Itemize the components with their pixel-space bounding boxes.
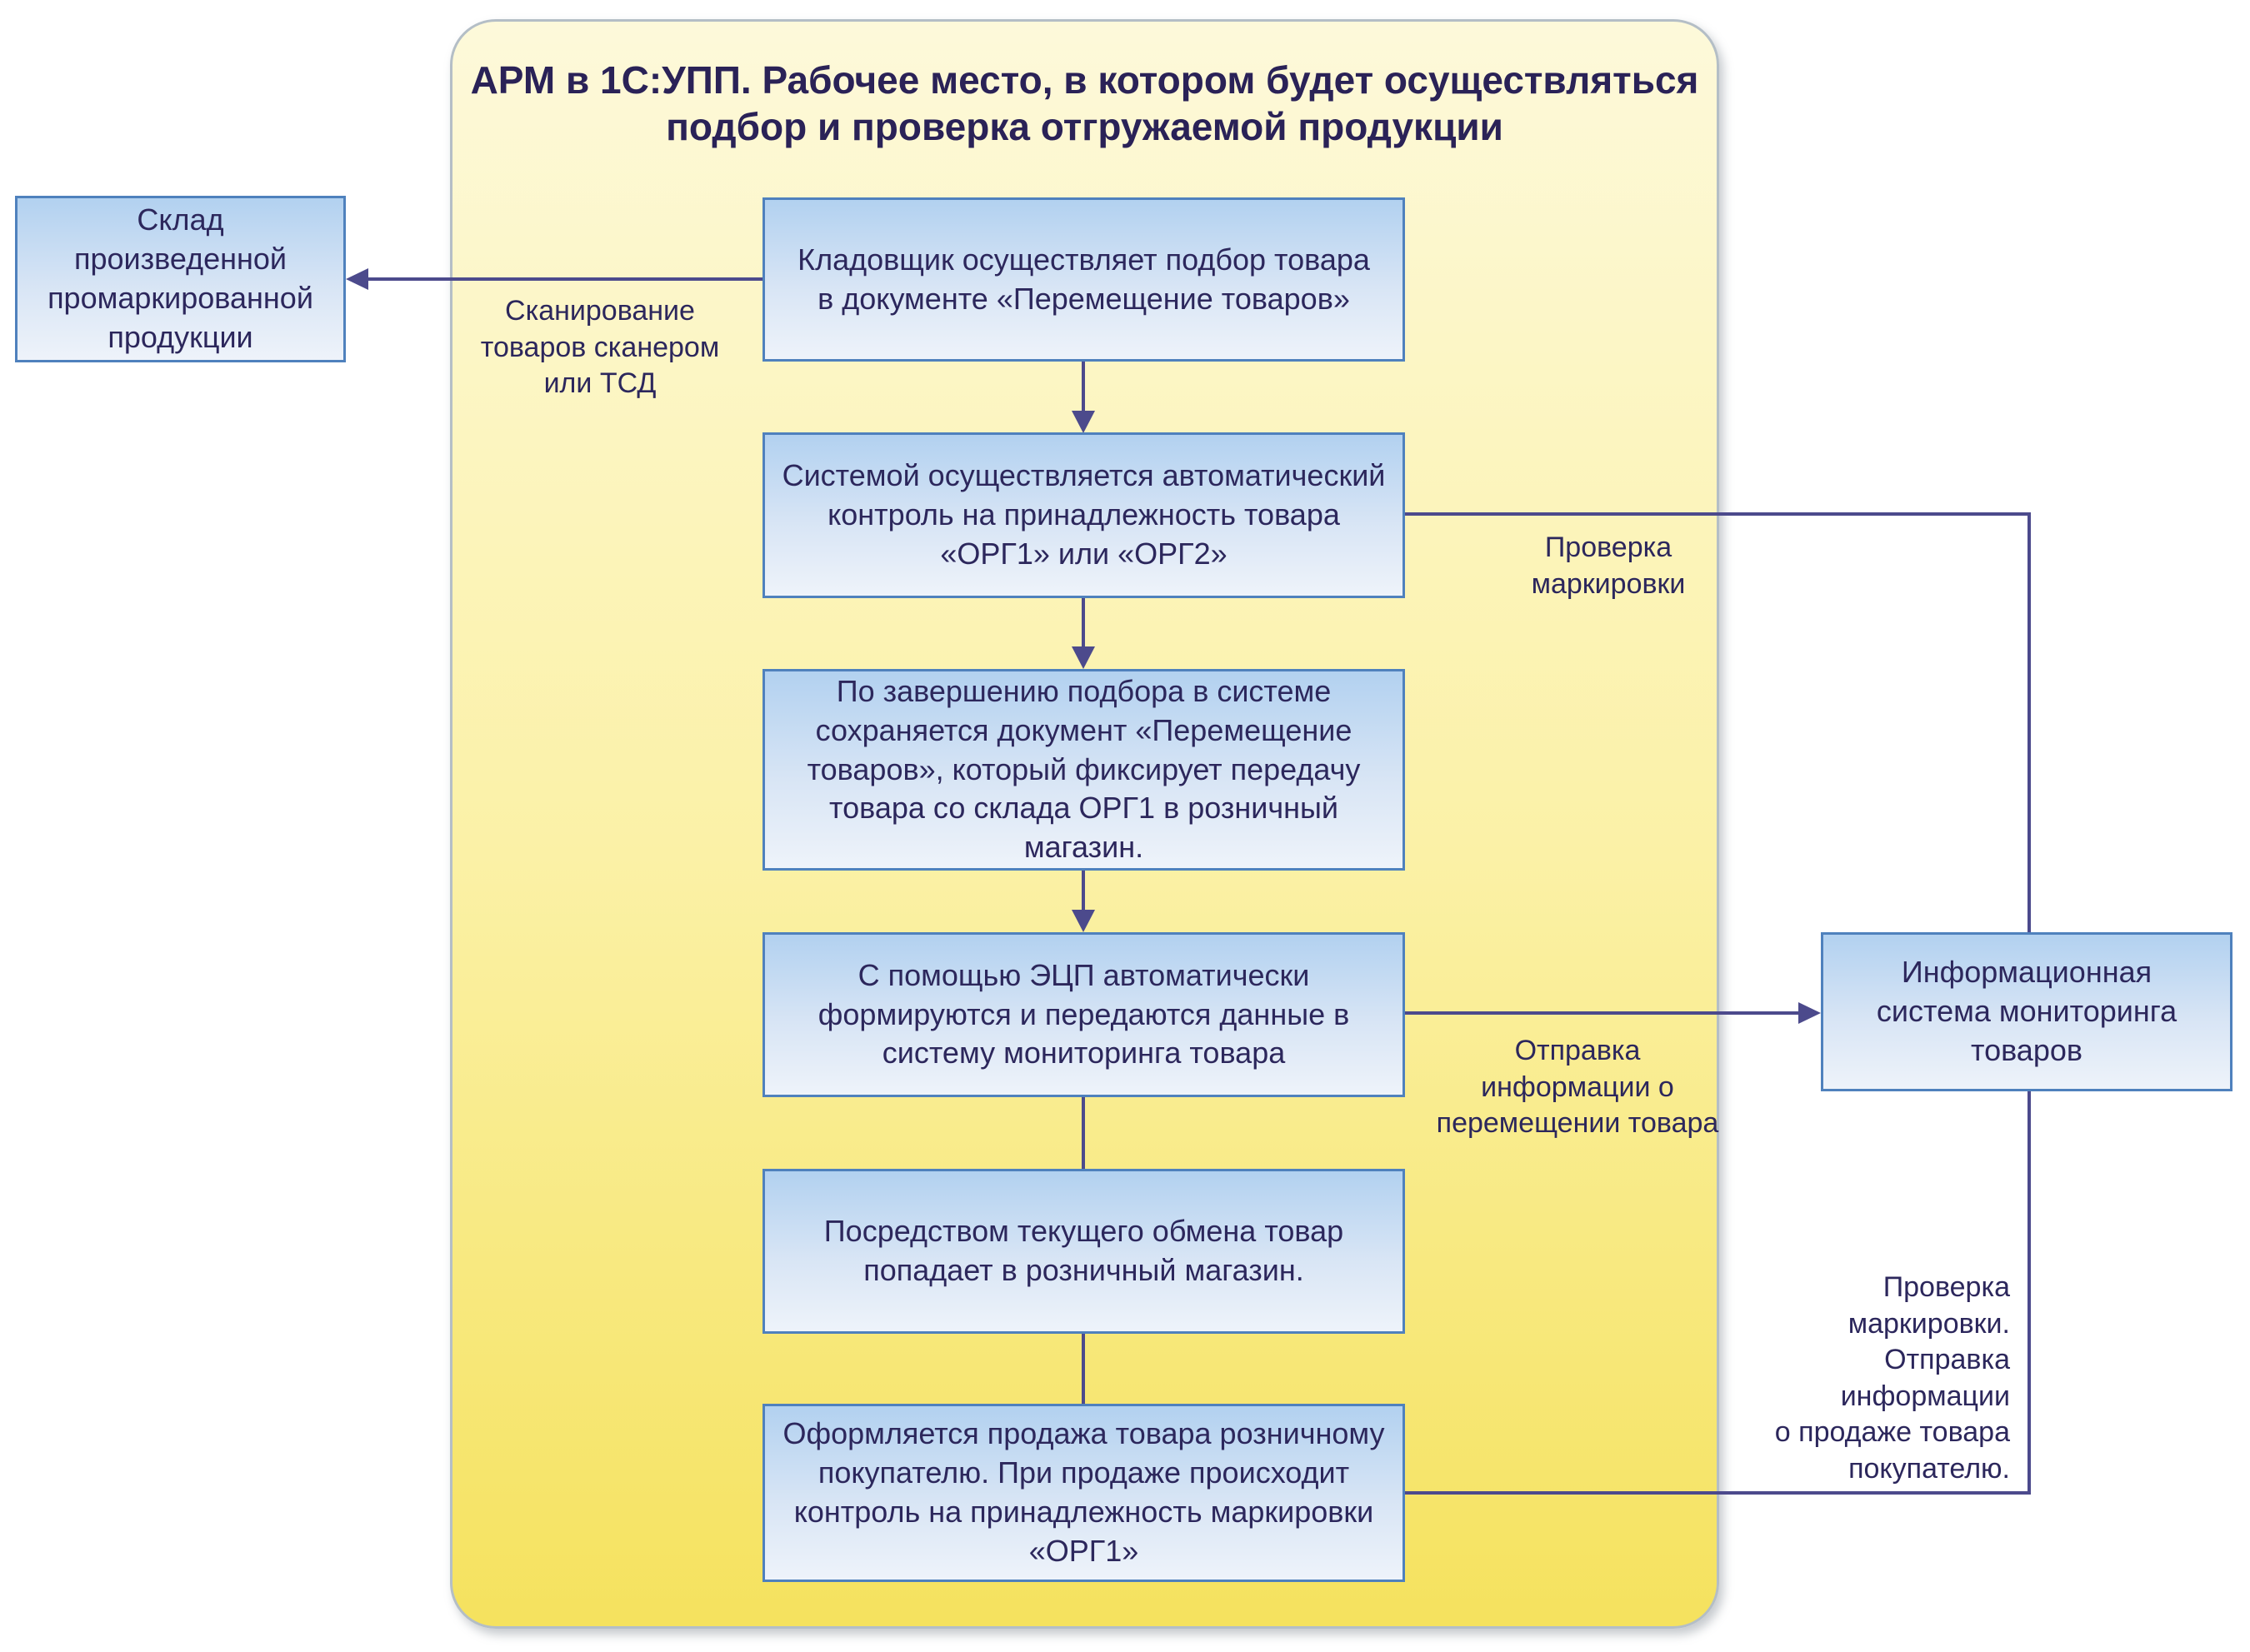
edge-label-scan: Сканирование товаров сканером или ТСД — [480, 295, 720, 400]
node-step5-exchange: Посредством текущего обмена товар попада… — [762, 1169, 1405, 1334]
connector-step2-to-monitoring-vertical — [2028, 512, 2031, 932]
connector-step4-to-step5 — [1082, 1097, 1085, 1169]
connector-step1-to-warehouse-arrowhead — [346, 268, 368, 290]
connector-step3-to-step4 — [1082, 871, 1085, 912]
connector-step3-to-step4-arrowhead — [1072, 910, 1095, 932]
node-step2-auto-control: Системой осуществляется автоматический к… — [762, 432, 1405, 598]
node-warehouse-label: Склад произведенной промаркированной про… — [48, 202, 313, 354]
node-step3-label: По завершению подбора в системе сохраняе… — [807, 674, 1361, 865]
node-step6-label: Оформляется продажа товара розничному по… — [782, 1416, 1385, 1568]
connector-step4-to-monitoring — [1405, 1011, 1799, 1015]
node-step5-label: Посредством текущего обмена товар попада… — [823, 1214, 1344, 1287]
node-step4-label: С помощью ЭЦП автоматически формируются … — [818, 957, 1350, 1071]
connector-monitoring-to-step6-vertical — [2028, 1091, 2031, 1495]
node-monitoring-label: Информационная система мониторинга товар… — [1876, 955, 2178, 1067]
diagram-title: АРМ в 1С:УПП. Рабочее место, в котором б… — [470, 58, 1699, 149]
node-step2-label: Системой осуществляется автоматический к… — [782, 458, 1386, 571]
node-step1-label: Кладовщик осуществляет подбор товара в д… — [798, 242, 1370, 316]
connector-step1-to-warehouse — [368, 277, 762, 281]
node-monitoring-system: Информационная система мониторинга товар… — [1821, 932, 2232, 1091]
node-warehouse: Склад произведенной промаркированной про… — [15, 196, 346, 362]
connector-step2-to-step3-arrowhead — [1072, 646, 1095, 669]
connector-step5-to-step6 — [1082, 1334, 1085, 1404]
connector-monitoring-to-step6-horizontal — [1405, 1491, 2031, 1495]
node-step1-picking: Кладовщик осуществляет подбор товара в д… — [762, 197, 1405, 362]
connector-step1-to-step2 — [1082, 362, 1085, 413]
node-step3-save-document: По завершению подбора в системе сохраняе… — [762, 669, 1405, 871]
node-step6-retail-sale: Оформляется продажа товара розничному по… — [762, 1404, 1405, 1582]
connector-step4-to-monitoring-arrowhead — [1798, 1002, 1821, 1024]
connector-step2-to-step3 — [1082, 598, 1085, 649]
edge-label-check-marking: Проверка маркировки — [1531, 532, 1686, 600]
connector-step2-to-monitoring-horizontal — [1405, 512, 2031, 516]
connector-step1-to-step2-arrowhead — [1072, 411, 1095, 433]
node-step4-ecp-transfer: С помощью ЭЦП автоматически формируются … — [762, 932, 1405, 1097]
edge-label-send-move-info: Отправка информации о перемещении товара — [1436, 1035, 1719, 1140]
edge-label-check-and-send-sale: Проверка маркировки. Отправка информации… — [1774, 1271, 2010, 1485]
